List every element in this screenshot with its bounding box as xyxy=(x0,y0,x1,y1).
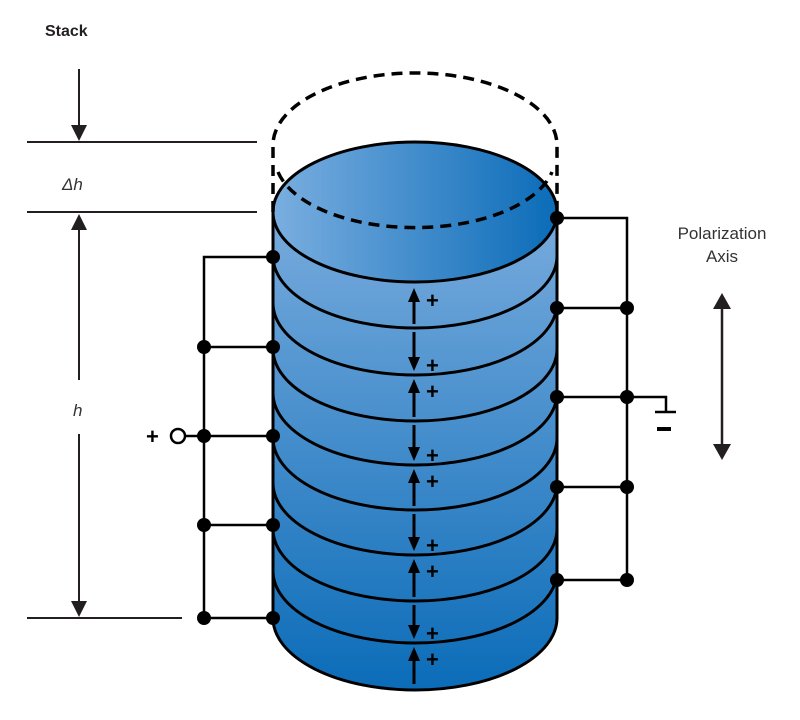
polarization-axis-arrow xyxy=(713,293,731,460)
junction-dot xyxy=(197,611,211,625)
cylinder-top-face xyxy=(271,140,559,284)
height-dimension-arrow xyxy=(71,214,87,617)
disc-separator xyxy=(271,348,559,423)
polarization-label-line1: Polarization xyxy=(678,224,767,243)
polarity-sign: + xyxy=(426,288,439,313)
stack-title: Stack xyxy=(45,23,88,40)
negative-terminal-sign xyxy=(657,427,671,431)
polarization-arrow-down: + xyxy=(408,514,439,558)
disc-separator xyxy=(271,528,559,603)
polarization-arrow-up: + xyxy=(408,288,439,324)
junction-dot xyxy=(620,301,634,315)
polarity-sign: + xyxy=(426,559,439,584)
disc-separator xyxy=(271,302,559,377)
junction-dot xyxy=(197,518,211,532)
disc-separator xyxy=(271,437,559,512)
left-junctions xyxy=(197,250,280,625)
right-junctions xyxy=(550,211,634,587)
polarity-sign: + xyxy=(426,379,439,404)
polarity-sign: + xyxy=(426,621,439,646)
stack-force-arrow xyxy=(71,69,87,141)
positive-sign: + xyxy=(146,424,159,449)
polarization-arrow-down: + xyxy=(408,605,439,646)
junction-dot xyxy=(266,518,280,532)
junction-dot xyxy=(550,390,564,404)
junction-dot xyxy=(550,573,564,587)
junction-dot xyxy=(550,301,564,315)
expanded-top-outline xyxy=(271,71,559,230)
h-label: h xyxy=(73,401,82,420)
junction-dot xyxy=(620,390,634,404)
polarization-arrow-up: + xyxy=(408,647,439,684)
junction-dot xyxy=(266,250,280,264)
junction-dot xyxy=(197,429,211,443)
positive-terminal[interactable] xyxy=(169,427,187,445)
polarization-arrow-up: + xyxy=(408,379,439,417)
polarization-label-line2: Axis xyxy=(706,247,738,266)
junction-dot xyxy=(620,573,634,587)
polarity-sign: + xyxy=(426,533,439,558)
polarization-arrow-down: + xyxy=(408,425,439,468)
polarity-sign: + xyxy=(426,469,439,494)
polarity-sign: + xyxy=(426,353,439,378)
polarity-sign: + xyxy=(426,647,439,672)
disc-separator xyxy=(271,570,559,645)
junction-dot xyxy=(197,340,211,354)
junction-dot xyxy=(620,480,634,494)
junction-dot xyxy=(550,480,564,494)
right-electrode-wiring xyxy=(557,216,676,582)
disc-separator xyxy=(271,255,559,330)
junction-dot xyxy=(550,211,564,225)
junction-dot xyxy=(266,429,280,443)
delta-h-label: Δh xyxy=(61,175,83,194)
polarization-arrow-up: + xyxy=(408,469,439,506)
polarization-arrow-up: + xyxy=(408,559,439,597)
junction-dot xyxy=(266,340,280,354)
junction-dot xyxy=(266,611,280,625)
polarity-sign: + xyxy=(426,443,439,468)
disc-separators xyxy=(271,255,559,645)
polarization-arrow-down: + xyxy=(408,332,439,378)
polarization-arrows: +++++++++ xyxy=(408,288,439,684)
disc-separator xyxy=(271,482,559,557)
disc-separator xyxy=(271,392,559,467)
